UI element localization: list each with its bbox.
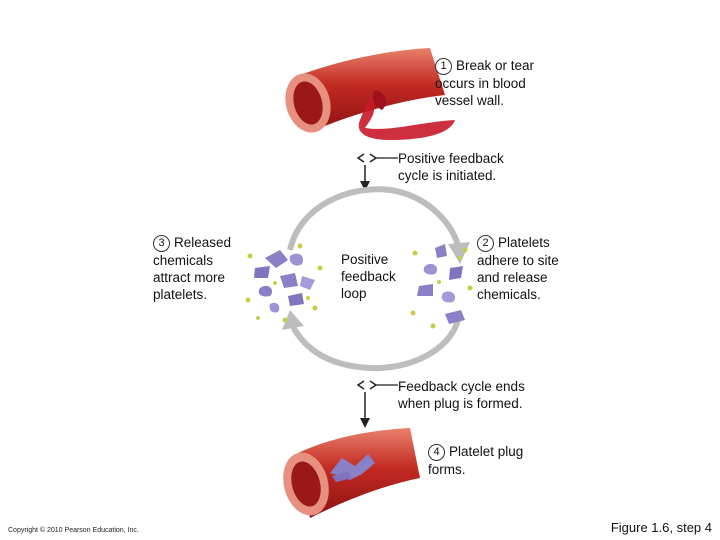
step2-label: 2 Platelets adhere to site and release ch… — [477, 234, 559, 303]
left-platelet-cluster — [245, 243, 323, 323]
plugged-blood-vessel-illustration — [283, 428, 420, 518]
cycle-end-arrow — [356, 380, 398, 428]
step1-line-1: Break or tear — [456, 58, 535, 73]
cycle-end-line-2: when plug is formed. — [398, 396, 523, 411]
step3-line-4: platelets. — [153, 287, 208, 302]
loop-line-3: loop — [341, 286, 367, 301]
step2-number: 2 — [477, 235, 494, 252]
step2-line-4: chemicals. — [477, 287, 541, 302]
step3-line-3: attract more — [153, 270, 226, 285]
step1-label: 1 Break or tear occurs in blood vessel wa… — [435, 57, 534, 109]
step3-number: 3 — [153, 235, 170, 252]
step3-line-2: chemicals — [153, 253, 214, 268]
cycle-end-line-1: Feedback cycle ends — [398, 379, 525, 394]
step3-label: 3 Released chemicals attract more platele… — [153, 234, 231, 303]
step2-line-3: and release — [477, 270, 548, 285]
loop-label: Positive feedback loop — [341, 251, 396, 302]
positive-feedback-label: Positive feedback cycle is initiated. — [398, 150, 504, 184]
step2-line-2: adhere to site — [477, 253, 559, 268]
positive-feedback-arrow — [356, 153, 398, 191]
step4-line-1: Platelet plug — [449, 444, 524, 459]
step4-label: 4 Platelet plug forms. — [428, 443, 523, 478]
step1-line-3: vessel wall. — [435, 93, 505, 108]
step4-line-2: forms. — [428, 462, 466, 477]
torn-blood-vessel-illustration — [285, 48, 455, 140]
step1-line-2: occurs in blood — [435, 76, 526, 91]
step1-number: 1 — [435, 58, 452, 75]
loop-line-2: feedback — [341, 269, 396, 284]
positive-feedback-line-1: Positive feedback — [398, 151, 504, 166]
step2-line-1: Platelets — [498, 235, 550, 250]
positive-feedback-line-2: cycle is initiated. — [398, 168, 497, 183]
step4-number: 4 — [428, 444, 445, 461]
figure-label: Figure 1.6, step 4 — [610, 520, 712, 535]
loop-line-1: Positive — [341, 252, 389, 267]
feedback-cycle-arrows — [282, 186, 470, 372]
copyright-notice: Copyright © 2010 Pearson Education, Inc. — [8, 527, 139, 534]
cycle-end-label: Feedback cycle ends when plug is formed. — [398, 378, 525, 412]
step3-line-1: Released — [174, 235, 232, 250]
right-platelet-cluster — [410, 244, 473, 329]
